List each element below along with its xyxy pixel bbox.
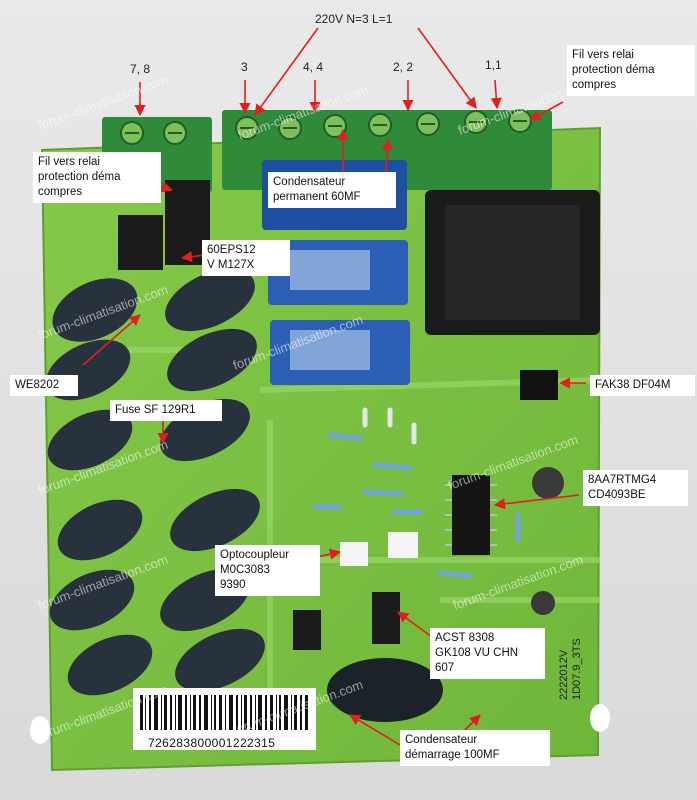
electrolytic-cap-2: [531, 591, 555, 615]
varistor-stack: [45, 268, 265, 696]
board-id-label: 2222012V 1D07.9_3TS: [558, 638, 583, 700]
barcode-number: 726283800001222315: [148, 736, 276, 750]
barcode-bars: [140, 695, 308, 730]
resistors: [312, 407, 521, 579]
optocoupler-2: [388, 532, 418, 558]
label-terminal-22: 2, 2: [393, 60, 414, 74]
label-we8202: WE8202: [10, 375, 78, 396]
label-voltage: 220V N=3 L=1: [315, 12, 393, 26]
label-fuse: Fuse SF 129R1: [110, 400, 222, 421]
label-acst: ACST 8308 GK108 VU CHN 607: [430, 628, 545, 679]
electrolytic-cap-1: [532, 467, 564, 499]
triac-2: [372, 592, 400, 644]
bridge-rectifier: [520, 370, 558, 400]
label-terminal-78: 7, 8: [130, 62, 151, 76]
label-60eps12: 60EPS12 V M127X: [202, 240, 290, 276]
label-terminal-11: 1,1: [485, 58, 502, 72]
mounting-peg-right: [590, 704, 610, 732]
optocoupler-1: [340, 542, 368, 566]
mounting-peg-left: [30, 716, 50, 744]
start-capacitor: [327, 658, 443, 722]
label-ic-chip: 8AA7RTMG4 CD4093BE: [583, 470, 688, 506]
label-optocoupleur: Optocoupleur M0C3083 9390: [215, 545, 320, 596]
label-fak38: FAK38 DF04M: [590, 375, 695, 396]
ic-chip: [452, 475, 490, 555]
label-condensateur-permanent: Condensateur permanent 60MF: [268, 172, 396, 208]
label-terminal-44: 4, 4: [303, 60, 324, 74]
to220-left: [118, 215, 163, 270]
label-fil-left: Fil vers relai protection déma compres: [33, 152, 161, 203]
label-condensateur-demarrage: Condensateur démarrage 100MF: [400, 730, 550, 766]
label-fil-right: Fil vers relai protection déma compres: [567, 45, 695, 96]
triac-1: [293, 610, 321, 650]
label-terminal-3: 3: [241, 60, 248, 74]
